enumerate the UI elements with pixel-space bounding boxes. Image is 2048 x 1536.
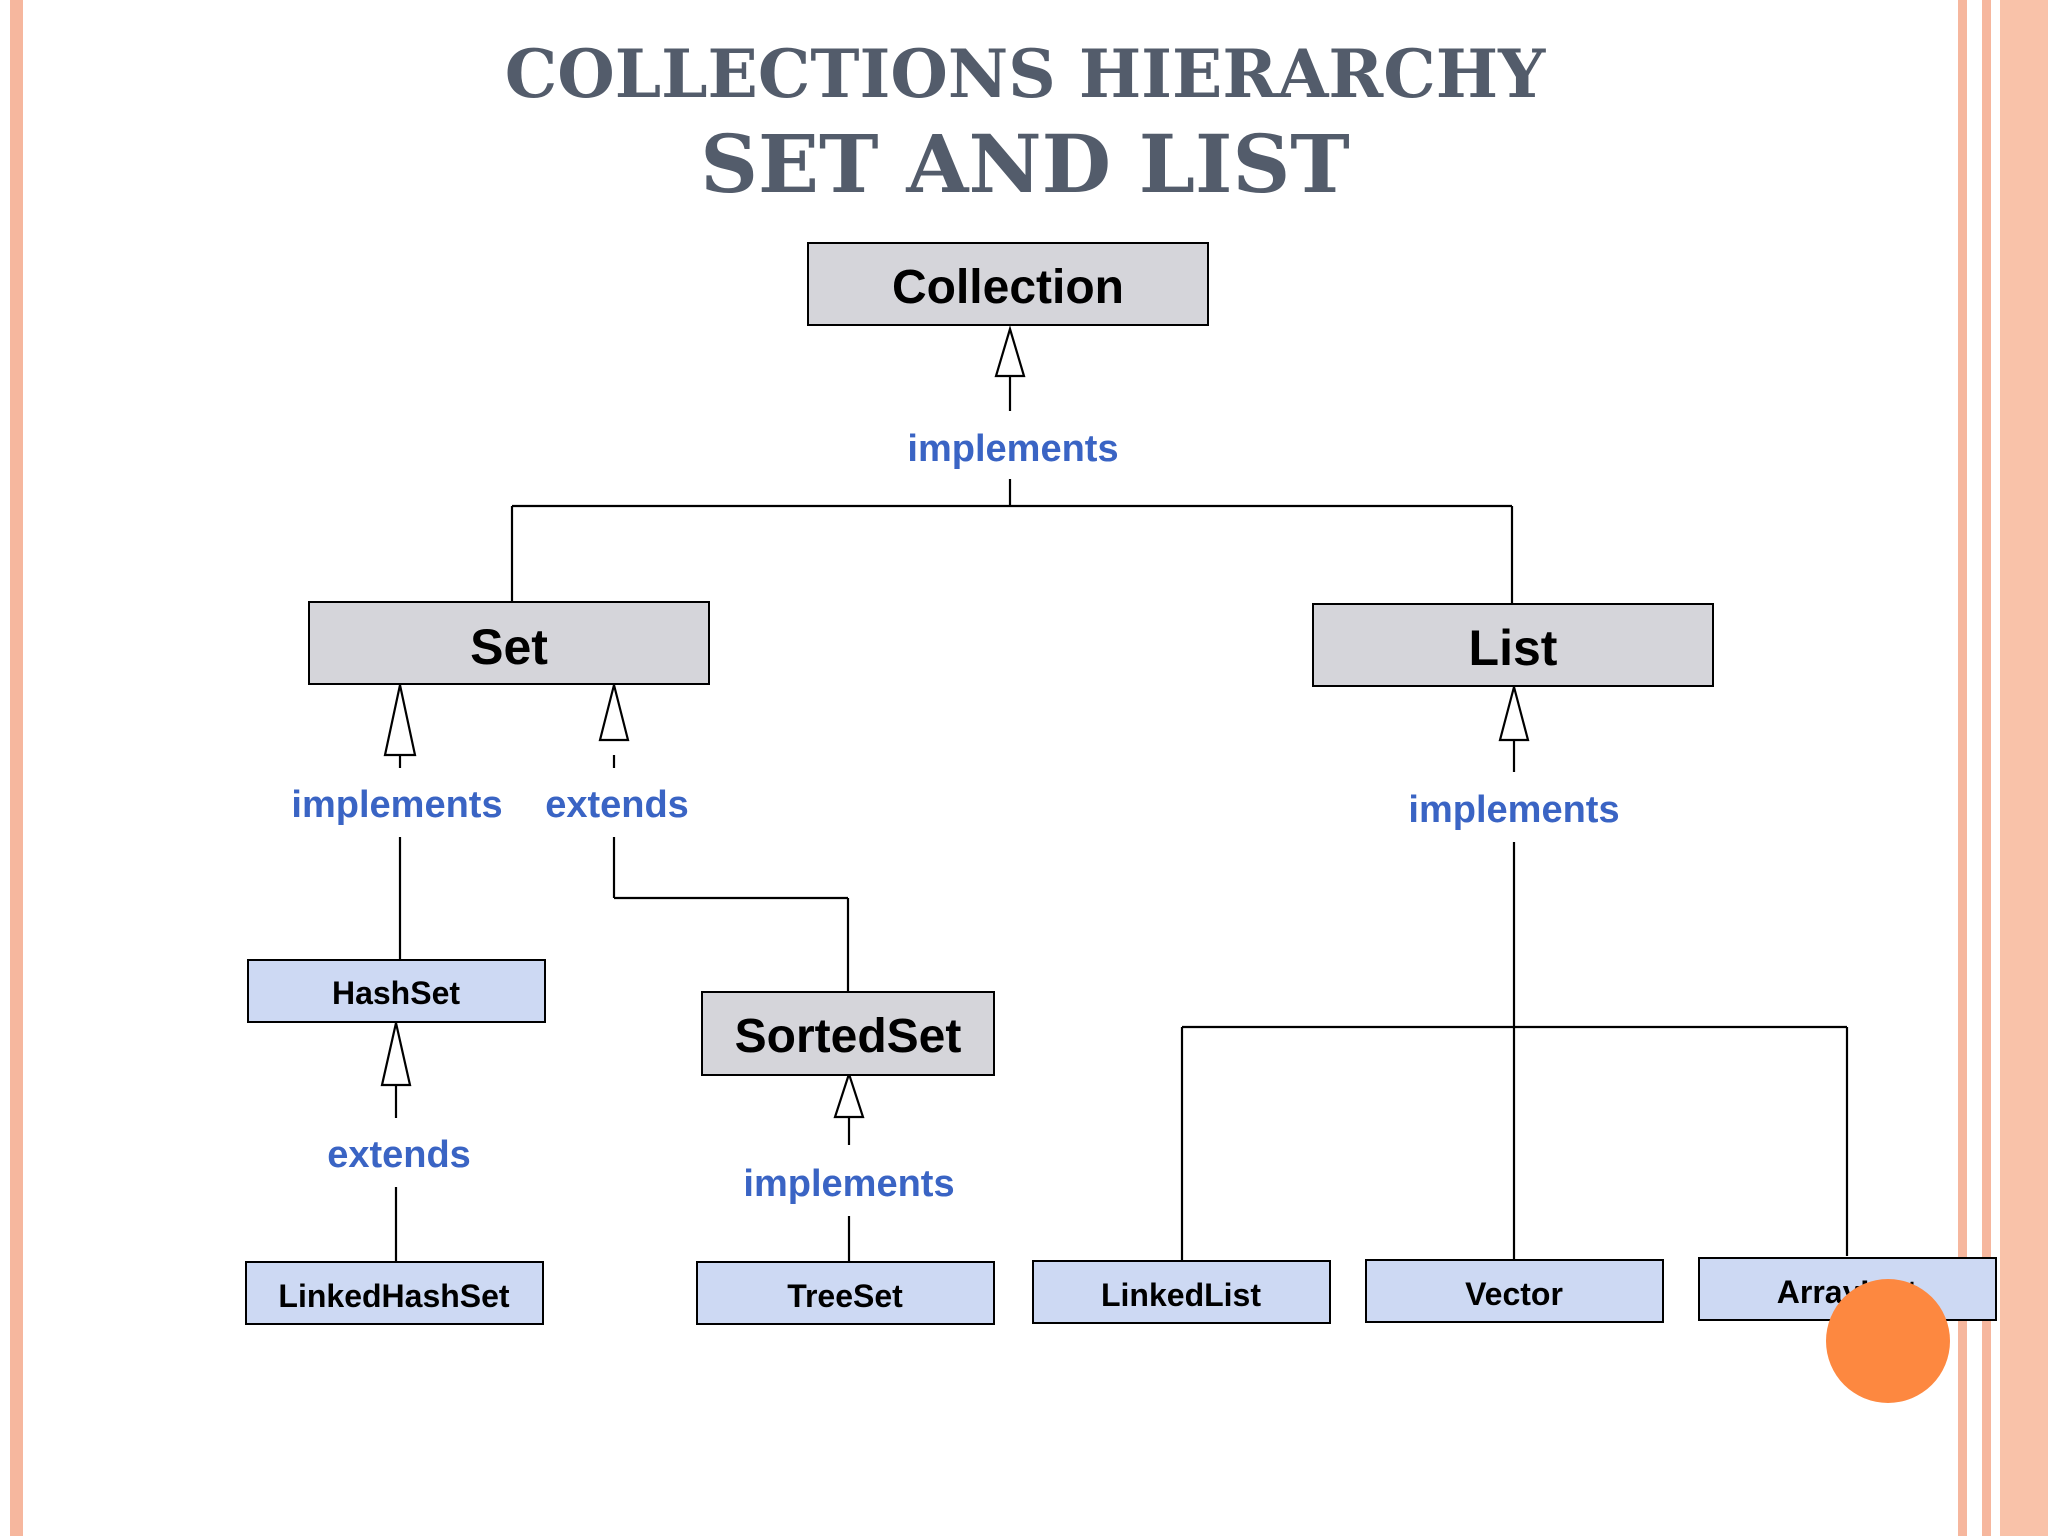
slide-title: COLLECTIONS HIERARCHY [505, 35, 1546, 113]
edge-label-sortedset-implements: implements [743, 1163, 954, 1205]
arrow-extends-set [598, 684, 630, 742]
node-linkedlist-label: LinkedList [1101, 1277, 1261, 1313]
node-linkedlist: LinkedList [1032, 1260, 1331, 1324]
node-sortedset: SortedSet [701, 991, 995, 1076]
node-set-label: Set [470, 619, 548, 675]
node-treeset-label: TreeSet [787, 1278, 903, 1314]
right-border-stripe-2 [1982, 0, 1991, 1536]
slide-subtitle: SET AND LIST [700, 117, 1350, 211]
arrow-to-collection [994, 325, 1026, 378]
slide-border [10, 0, 2048, 1536]
connectors [394, 376, 1849, 1262]
edge-label-hashset-extends: extends [327, 1134, 471, 1176]
node-vector-label: Vector [1465, 1276, 1563, 1312]
edge-label-list-implements: implements [1408, 789, 1619, 831]
node-hashset-label: HashSet [332, 975, 460, 1011]
edge-label-set-extends: extends [545, 784, 689, 826]
edge-labels: implements implements extends implements… [291, 428, 1619, 1205]
node-treeset: TreeSet [696, 1261, 995, 1325]
arrow-to-sortedset [833, 1070, 865, 1119]
node-linkedhashset: LinkedHashSet [245, 1261, 544, 1325]
node-linkedhashset-label: LinkedHashSet [278, 1278, 510, 1314]
edge-label-collection-implements: implements [907, 428, 1118, 470]
arrow-implements-set [383, 684, 417, 757]
left-border-stripe [10, 0, 23, 1536]
edge-label-set-implements: implements [291, 784, 502, 826]
decorative-circle [1826, 1279, 1950, 1403]
node-collection: Collection [807, 242, 1209, 326]
node-collection-label: Collection [892, 261, 1124, 314]
node-list: List [1312, 603, 1714, 687]
arrow-to-hashset [380, 1022, 412, 1087]
right-border-stripe-3 [2000, 0, 2048, 1536]
node-sortedset-label: SortedSet [735, 1010, 962, 1063]
node-hashset: HashSet [247, 959, 546, 1023]
arrow-to-list [1498, 682, 1530, 742]
inheritance-arrows [380, 325, 1530, 1119]
node-vector: Vector [1365, 1259, 1664, 1323]
right-border-stripe-1 [1958, 0, 1967, 1536]
node-list-label: List [1469, 620, 1558, 676]
node-set: Set [308, 601, 710, 685]
